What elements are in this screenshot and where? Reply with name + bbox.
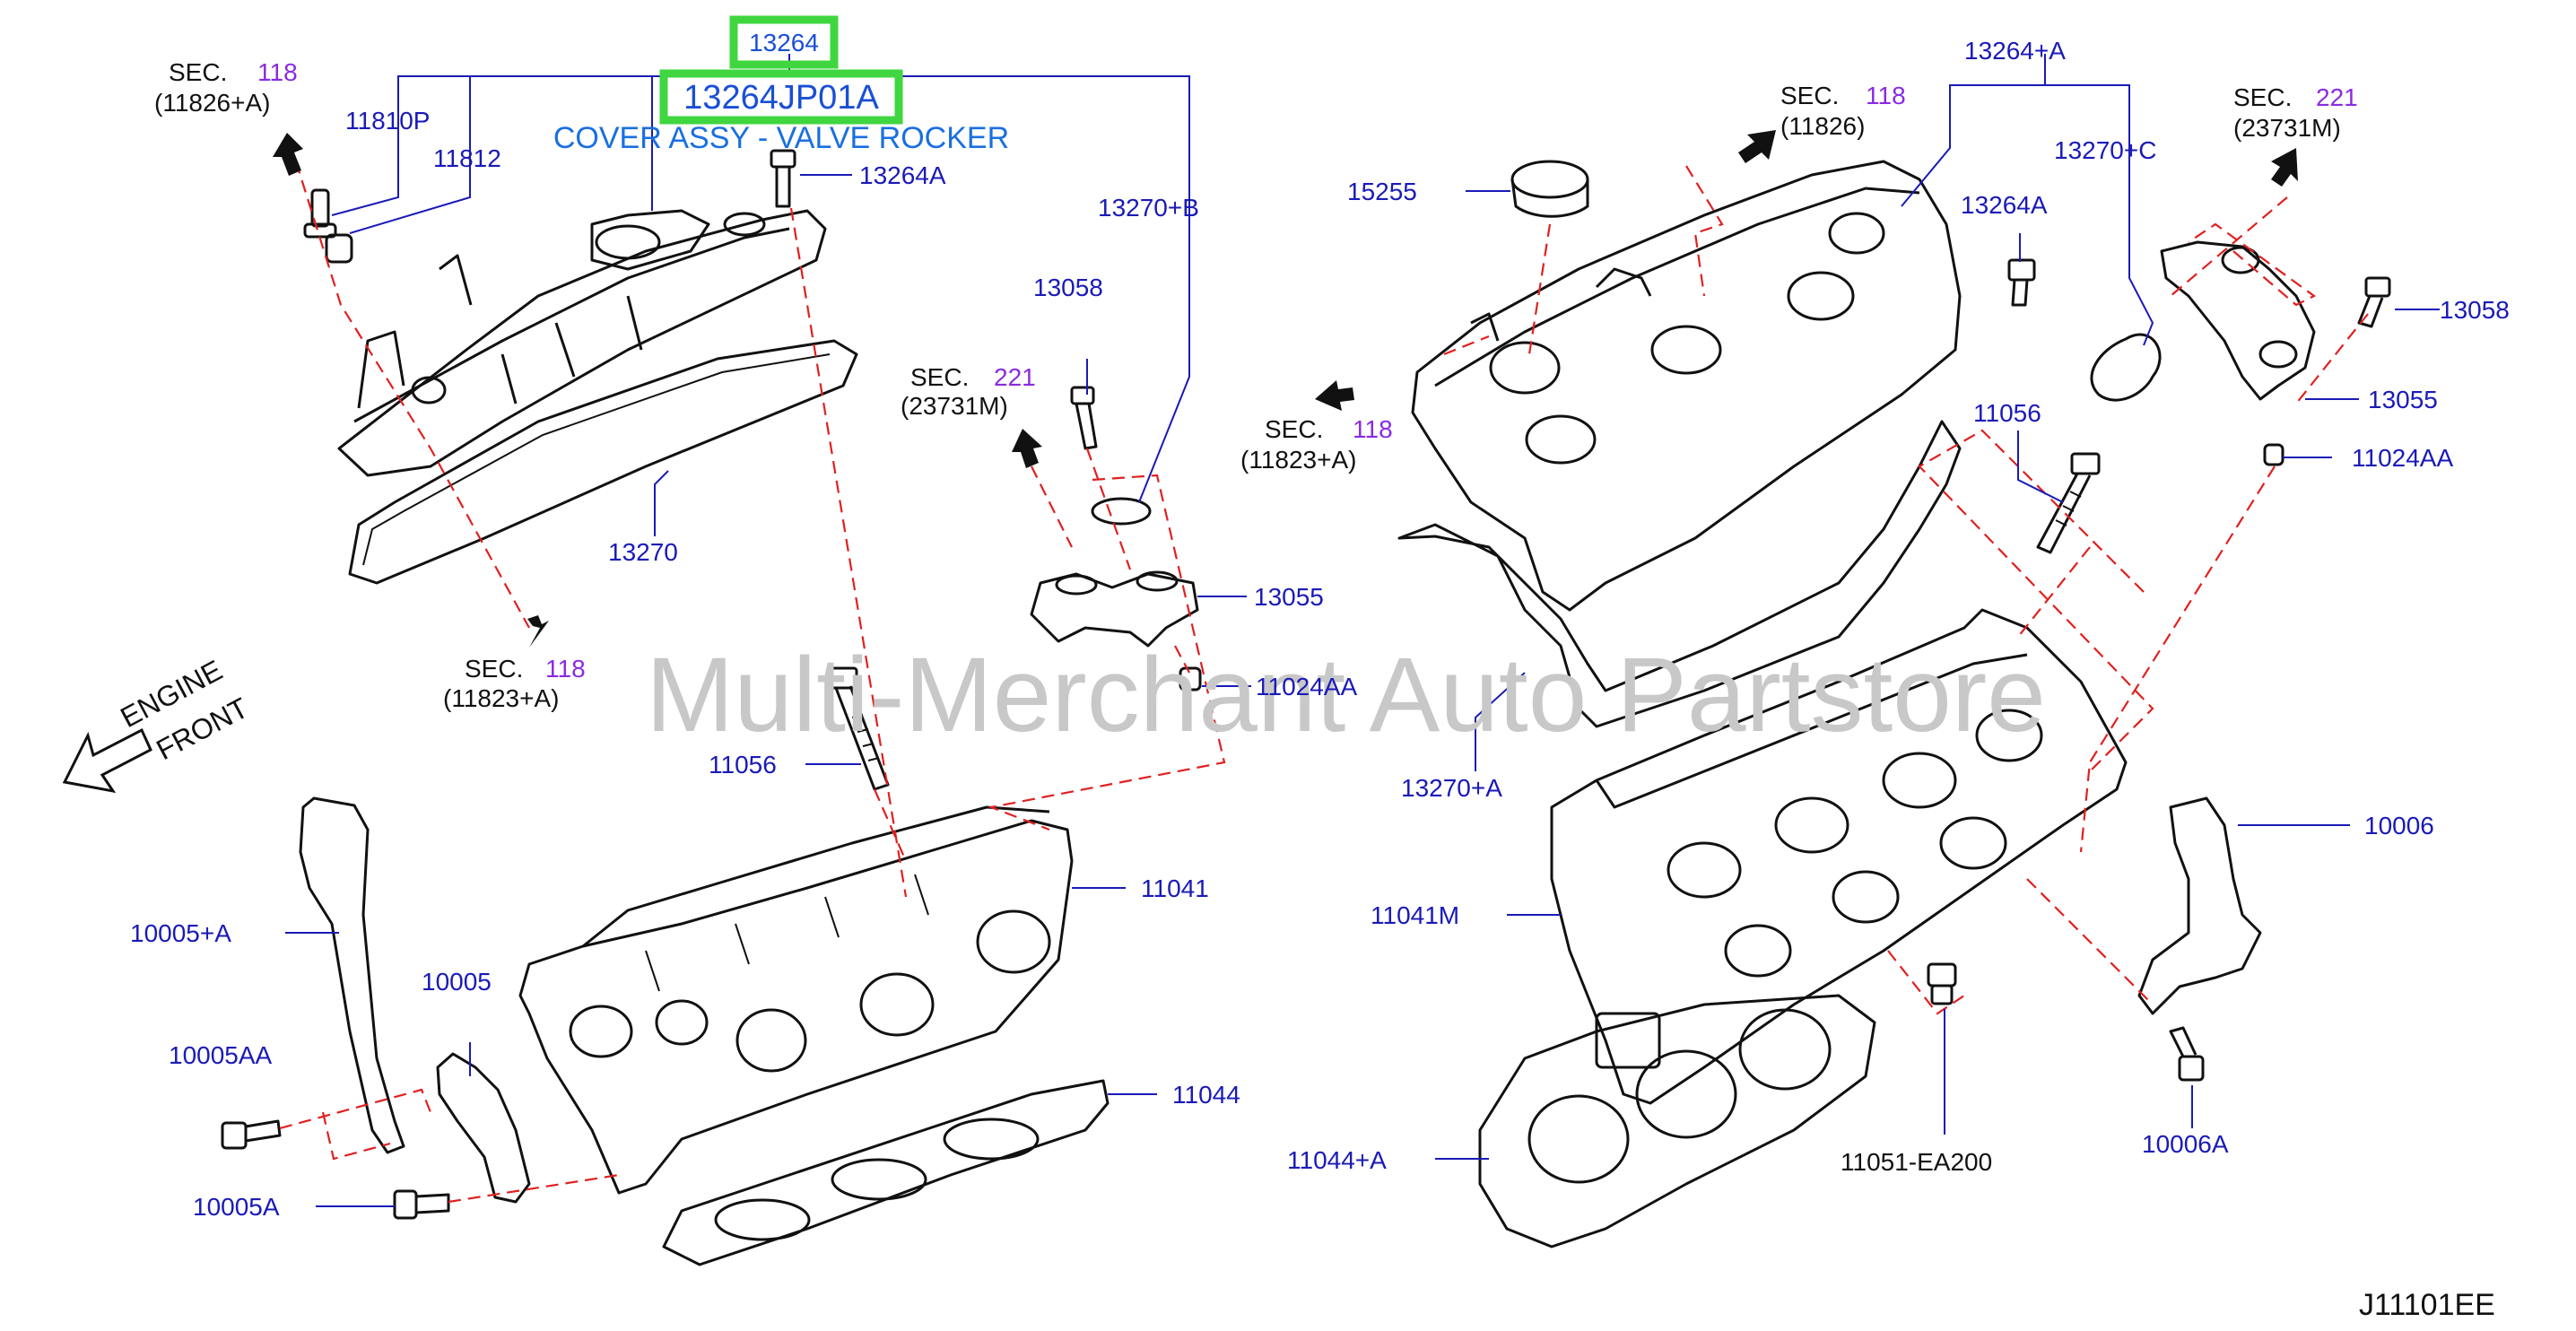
svg-text:SEC.: SEC. [1265, 415, 1323, 443]
label-11056-left[interactable]: 11056 [709, 751, 777, 779]
svg-text:(11826+A): (11826+A) [154, 89, 270, 117]
diagram-code: J11101EE [2359, 1288, 2495, 1322]
highlight-13264 [729, 15, 839, 69]
head-gasket-11044A[interactable] [1478, 994, 1876, 1248]
bolt-11056-right[interactable] [2036, 452, 2101, 554]
arrow-sec118-11823A [1315, 380, 1354, 411]
o-ring-13270C[interactable] [2090, 333, 2162, 402]
sec-ref-221-23731M-left[interactable]: SEC. 221 (23731M) [901, 363, 1036, 420]
label-10005[interactable]: 10005 [422, 968, 492, 996]
label-11044A[interactable]: 11044+A [1287, 1146, 1387, 1174]
svg-text:(23731M): (23731M) [901, 392, 1008, 420]
svg-text:SEC.: SEC. [465, 655, 523, 683]
label-11051-EA200[interactable]: 11051-EA200 [1841, 1148, 1992, 1176]
label-11056-right[interactable]: 11056 [1973, 399, 2041, 427]
label-13058-left[interactable]: 13058 [1033, 274, 1103, 301]
label-13264A-plus[interactable]: 13264+A [1964, 37, 2066, 65]
svg-text:(11823+A): (11823+A) [1240, 446, 1356, 474]
svg-text:(11823+A): (11823+A) [443, 684, 559, 712]
bolt-10005AA[interactable] [221, 1119, 282, 1150]
sec-ref-118-11826[interactable]: SEC. 118 (11826) [1780, 82, 1906, 140]
bolt-10005A[interactable] [393, 1189, 450, 1220]
label-15255[interactable]: 15255 [1347, 178, 1417, 205]
svg-text:221: 221 [994, 363, 1036, 391]
seal-11024AA-right[interactable] [2263, 443, 2284, 466]
label-13055-right[interactable]: 13055 [2368, 386, 2438, 413]
label-11041M[interactable]: 11041M [1371, 901, 1459, 929]
label-11041[interactable]: 11041 [1141, 874, 1209, 902]
arrow-sec118-11826 [1738, 130, 1776, 163]
svg-text:SEC.: SEC. [910, 363, 969, 391]
label-10005A[interactable]: 10005A [193, 1193, 280, 1221]
bolt-11056-left[interactable] [828, 666, 890, 791]
oil-cap-15255[interactable] [1510, 160, 1589, 218]
svg-text:221: 221 [2316, 83, 2358, 111]
cylinder-head-11041M[interactable] [1550, 608, 2128, 1105]
bolt-10006A[interactable] [2169, 1026, 2205, 1082]
solenoid-13055-left[interactable] [1030, 570, 1199, 648]
label-11024AA-right[interactable]: 11024AA [2352, 444, 2453, 472]
label-11812[interactable]: 11812 [433, 144, 501, 172]
title-part-label[interactable]: 13264 [749, 29, 819, 57]
solenoid-13055-right[interactable] [2160, 240, 2316, 401]
bolt-13264A-left[interactable] [770, 149, 796, 208]
svg-text:SEC.: SEC. [2233, 83, 2292, 111]
label-13270C[interactable]: 13270+C [2054, 136, 2156, 164]
label-13270A[interactable]: 13270+A [1401, 774, 1502, 802]
plug-11051-EA200[interactable] [1927, 962, 1957, 1005]
cylinder-head-11041[interactable] [518, 805, 1074, 1195]
pcv-valve[interactable] [303, 188, 353, 264]
svg-text:SEC.: SEC. [1780, 82, 1839, 109]
arrow-sec221-right [2271, 148, 2298, 187]
label-10006[interactable]: 10006 [2364, 812, 2434, 839]
bolt-13264A-right[interactable] [2007, 258, 2036, 307]
label-11810P[interactable]: 11810P [345, 107, 430, 135]
label-10005A-plus[interactable]: 10005+A [130, 919, 231, 947]
bracket-10005A-plus[interactable] [299, 796, 405, 1154]
bolt-13058-right[interactable] [2357, 276, 2391, 328]
label-10005AA[interactable]: 10005AA [169, 1041, 273, 1069]
rocker-cover-right[interactable] [1411, 160, 1962, 612]
svg-text:118: 118 [1866, 82, 1906, 109]
sec-ref-118-11823A-left[interactable]: SEC. 118 (11823+A) [443, 655, 586, 712]
svg-text:118: 118 [545, 655, 586, 683]
part-number-label[interactable]: 13264JP01A [683, 79, 879, 117]
svg-text:118: 118 [1353, 415, 1393, 443]
gasket-13270A[interactable] [1397, 420, 1962, 728]
label-13264A-right[interactable]: 13264A [1961, 191, 2048, 219]
gasket-13270[interactable] [348, 339, 858, 585]
label-10006A[interactable]: 10006A [2142, 1130, 2229, 1158]
svg-text:118: 118 [257, 58, 298, 86]
part-description: COVER ASSY - VALVE ROCKER [553, 121, 1009, 155]
head-gasket-11044[interactable] [662, 1079, 1110, 1266]
bolt-13058-left[interactable] [1070, 386, 1098, 450]
sec-ref-118-11826A[interactable]: SEC. 118 (11826+A) [154, 58, 298, 117]
label-13270[interactable]: 13270 [608, 538, 678, 566]
engine-front-arrow [62, 727, 152, 794]
rocker-cover-left[interactable] [337, 209, 827, 477]
arrow-down-left [527, 615, 549, 648]
o-ring-13270B[interactable] [1091, 497, 1152, 526]
label-11044[interactable]: 11044 [1172, 1081, 1240, 1109]
bracket-10005[interactable] [436, 1052, 531, 1204]
label-13055-left[interactable]: 13055 [1254, 583, 1324, 611]
arrow-up-sec221 [1012, 429, 1042, 468]
arrow-up-left [273, 133, 303, 176]
svg-text:(23731M): (23731M) [2233, 114, 2341, 142]
highlight-part-number [659, 69, 903, 125]
label-11024AA-left[interactable]: 11024AA [1256, 673, 1357, 700]
sec-ref-221-23731M-right[interactable]: SEC. 221 (23731M) [2233, 83, 2358, 142]
label-13264A-left[interactable]: 13264A [859, 161, 946, 189]
label-13058-right[interactable]: 13058 [2440, 296, 2510, 324]
seal-11024AA-left[interactable] [1179, 666, 1202, 692]
sec-ref-118-11823A-right[interactable]: SEC. 118 (11823+A) [1240, 415, 1393, 474]
svg-text:SEC.: SEC. [169, 58, 227, 86]
label-13270B[interactable]: 13270+B [1098, 194, 1199, 222]
watermark: Multi-Merchant Auto Partstore [646, 636, 2046, 754]
bracket-10006[interactable] [2137, 796, 2262, 1015]
svg-text:(11826): (11826) [1780, 112, 1865, 140]
